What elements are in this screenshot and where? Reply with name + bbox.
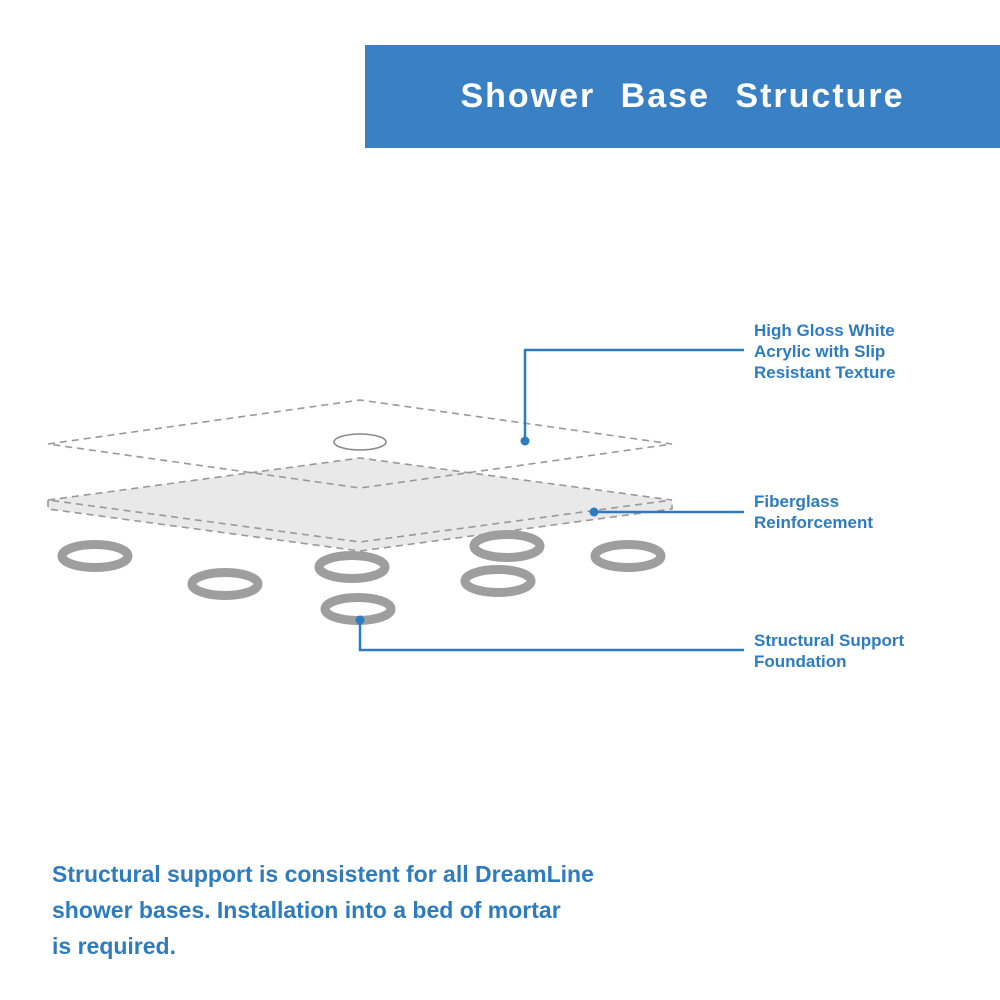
support-ring-6 <box>460 565 536 597</box>
support-ring-3 <box>314 551 390 583</box>
page-title: Shower Base Structure <box>460 77 905 115</box>
label-fiberglass: Fiberglass Reinforcement <box>754 492 874 532</box>
leader-line-foundation <box>358 622 744 652</box>
fiberglass-layer-bottom-edge <box>47 500 673 552</box>
acrylic-layer-outline <box>47 399 673 489</box>
label-acrylic: High Gloss White Acrylic with Slip Resis… <box>754 321 896 382</box>
leader-dot-acrylic <box>520 436 530 446</box>
fiberglass-layer <box>47 457 673 543</box>
label-foundation: Structural Support Foundation <box>754 631 905 671</box>
support-ring-2 <box>187 568 263 600</box>
leader-dot-foundation <box>355 615 365 625</box>
support-ring-4 <box>469 530 545 562</box>
support-ring-1 <box>57 540 133 572</box>
leader-line-acrylic <box>523 348 744 437</box>
header-bar: Shower Base Structure <box>365 45 1000 148</box>
support-ring-5 <box>590 540 666 572</box>
footer-note: Structural support is consistent for all… <box>52 861 594 959</box>
drain-ellipse <box>333 433 387 451</box>
leader-dot-fiberglass <box>589 507 599 517</box>
